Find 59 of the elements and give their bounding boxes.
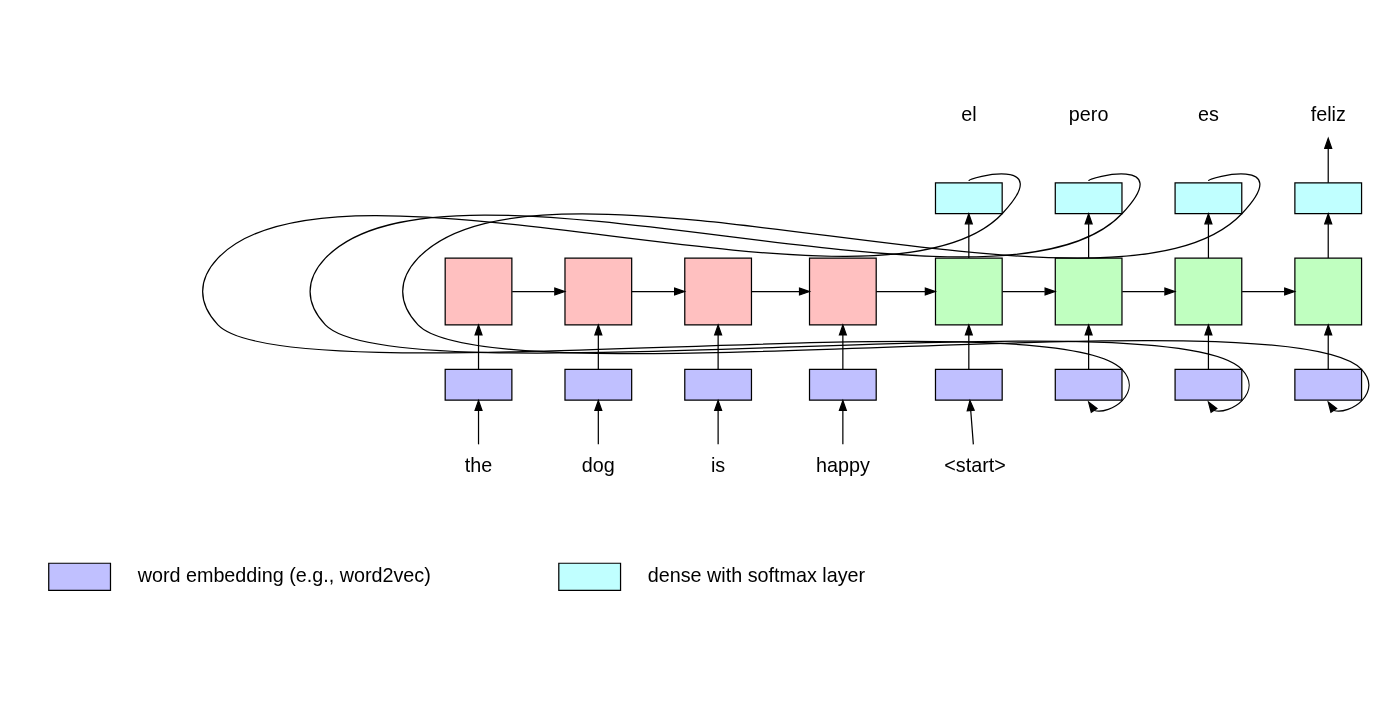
node-box	[1174, 182, 1243, 215]
node-box	[934, 182, 1003, 215]
node-text: feliz	[1310, 102, 1346, 125]
legend-label: word embedding (e.g., word2vec)	[137, 563, 431, 586]
arrow	[1204, 323, 1213, 370]
node-box	[808, 257, 877, 326]
node-text: is	[710, 453, 726, 476]
arrow	[1121, 287, 1177, 296]
label: el	[961, 102, 977, 125]
node-box	[1054, 182, 1123, 215]
arrow	[474, 398, 483, 445]
node-box	[1174, 368, 1243, 401]
arrow	[751, 287, 812, 296]
node-box	[1054, 257, 1123, 326]
label: pero	[1068, 102, 1109, 125]
arrow	[966, 398, 976, 445]
node-box	[444, 368, 513, 401]
node-box	[684, 257, 753, 326]
arrow	[713, 398, 723, 445]
node-text: the	[464, 453, 493, 476]
arrow	[1323, 212, 1333, 259]
node-box	[808, 368, 877, 401]
arrow	[474, 323, 483, 370]
arrow	[838, 323, 848, 370]
node-box	[1174, 257, 1243, 326]
arrow	[594, 323, 603, 370]
label: es	[1198, 102, 1219, 125]
arrow	[202, 173, 1130, 414]
node-box	[1294, 368, 1363, 401]
node-box	[1054, 368, 1123, 401]
arrow	[1323, 136, 1333, 184]
arrow	[838, 398, 848, 445]
node-box	[1294, 257, 1363, 326]
arrow	[402, 173, 1370, 414]
arrow	[1084, 212, 1093, 259]
node-box	[934, 257, 1003, 326]
node-box	[444, 257, 513, 326]
arrow	[875, 287, 938, 296]
arrow	[1204, 212, 1213, 259]
node-text: happy	[815, 453, 870, 476]
node-box	[934, 368, 1003, 401]
arrow	[964, 323, 974, 370]
arrow	[964, 212, 974, 259]
legend-label: dense with softmax layer	[647, 563, 866, 586]
node-text: <start>	[944, 453, 1006, 476]
arrow	[511, 287, 567, 296]
arrow	[631, 287, 687, 296]
node-box	[1294, 182, 1363, 215]
arrow	[594, 398, 603, 445]
node-box	[684, 368, 753, 401]
arrow	[1241, 287, 1297, 296]
node-text: dog	[581, 453, 615, 476]
node-box	[564, 257, 633, 326]
node-box	[564, 368, 633, 401]
arrow	[1323, 323, 1333, 370]
arrow	[1084, 323, 1093, 370]
arrow	[1001, 287, 1057, 296]
arrow	[713, 323, 723, 370]
arrow	[309, 173, 1250, 414]
